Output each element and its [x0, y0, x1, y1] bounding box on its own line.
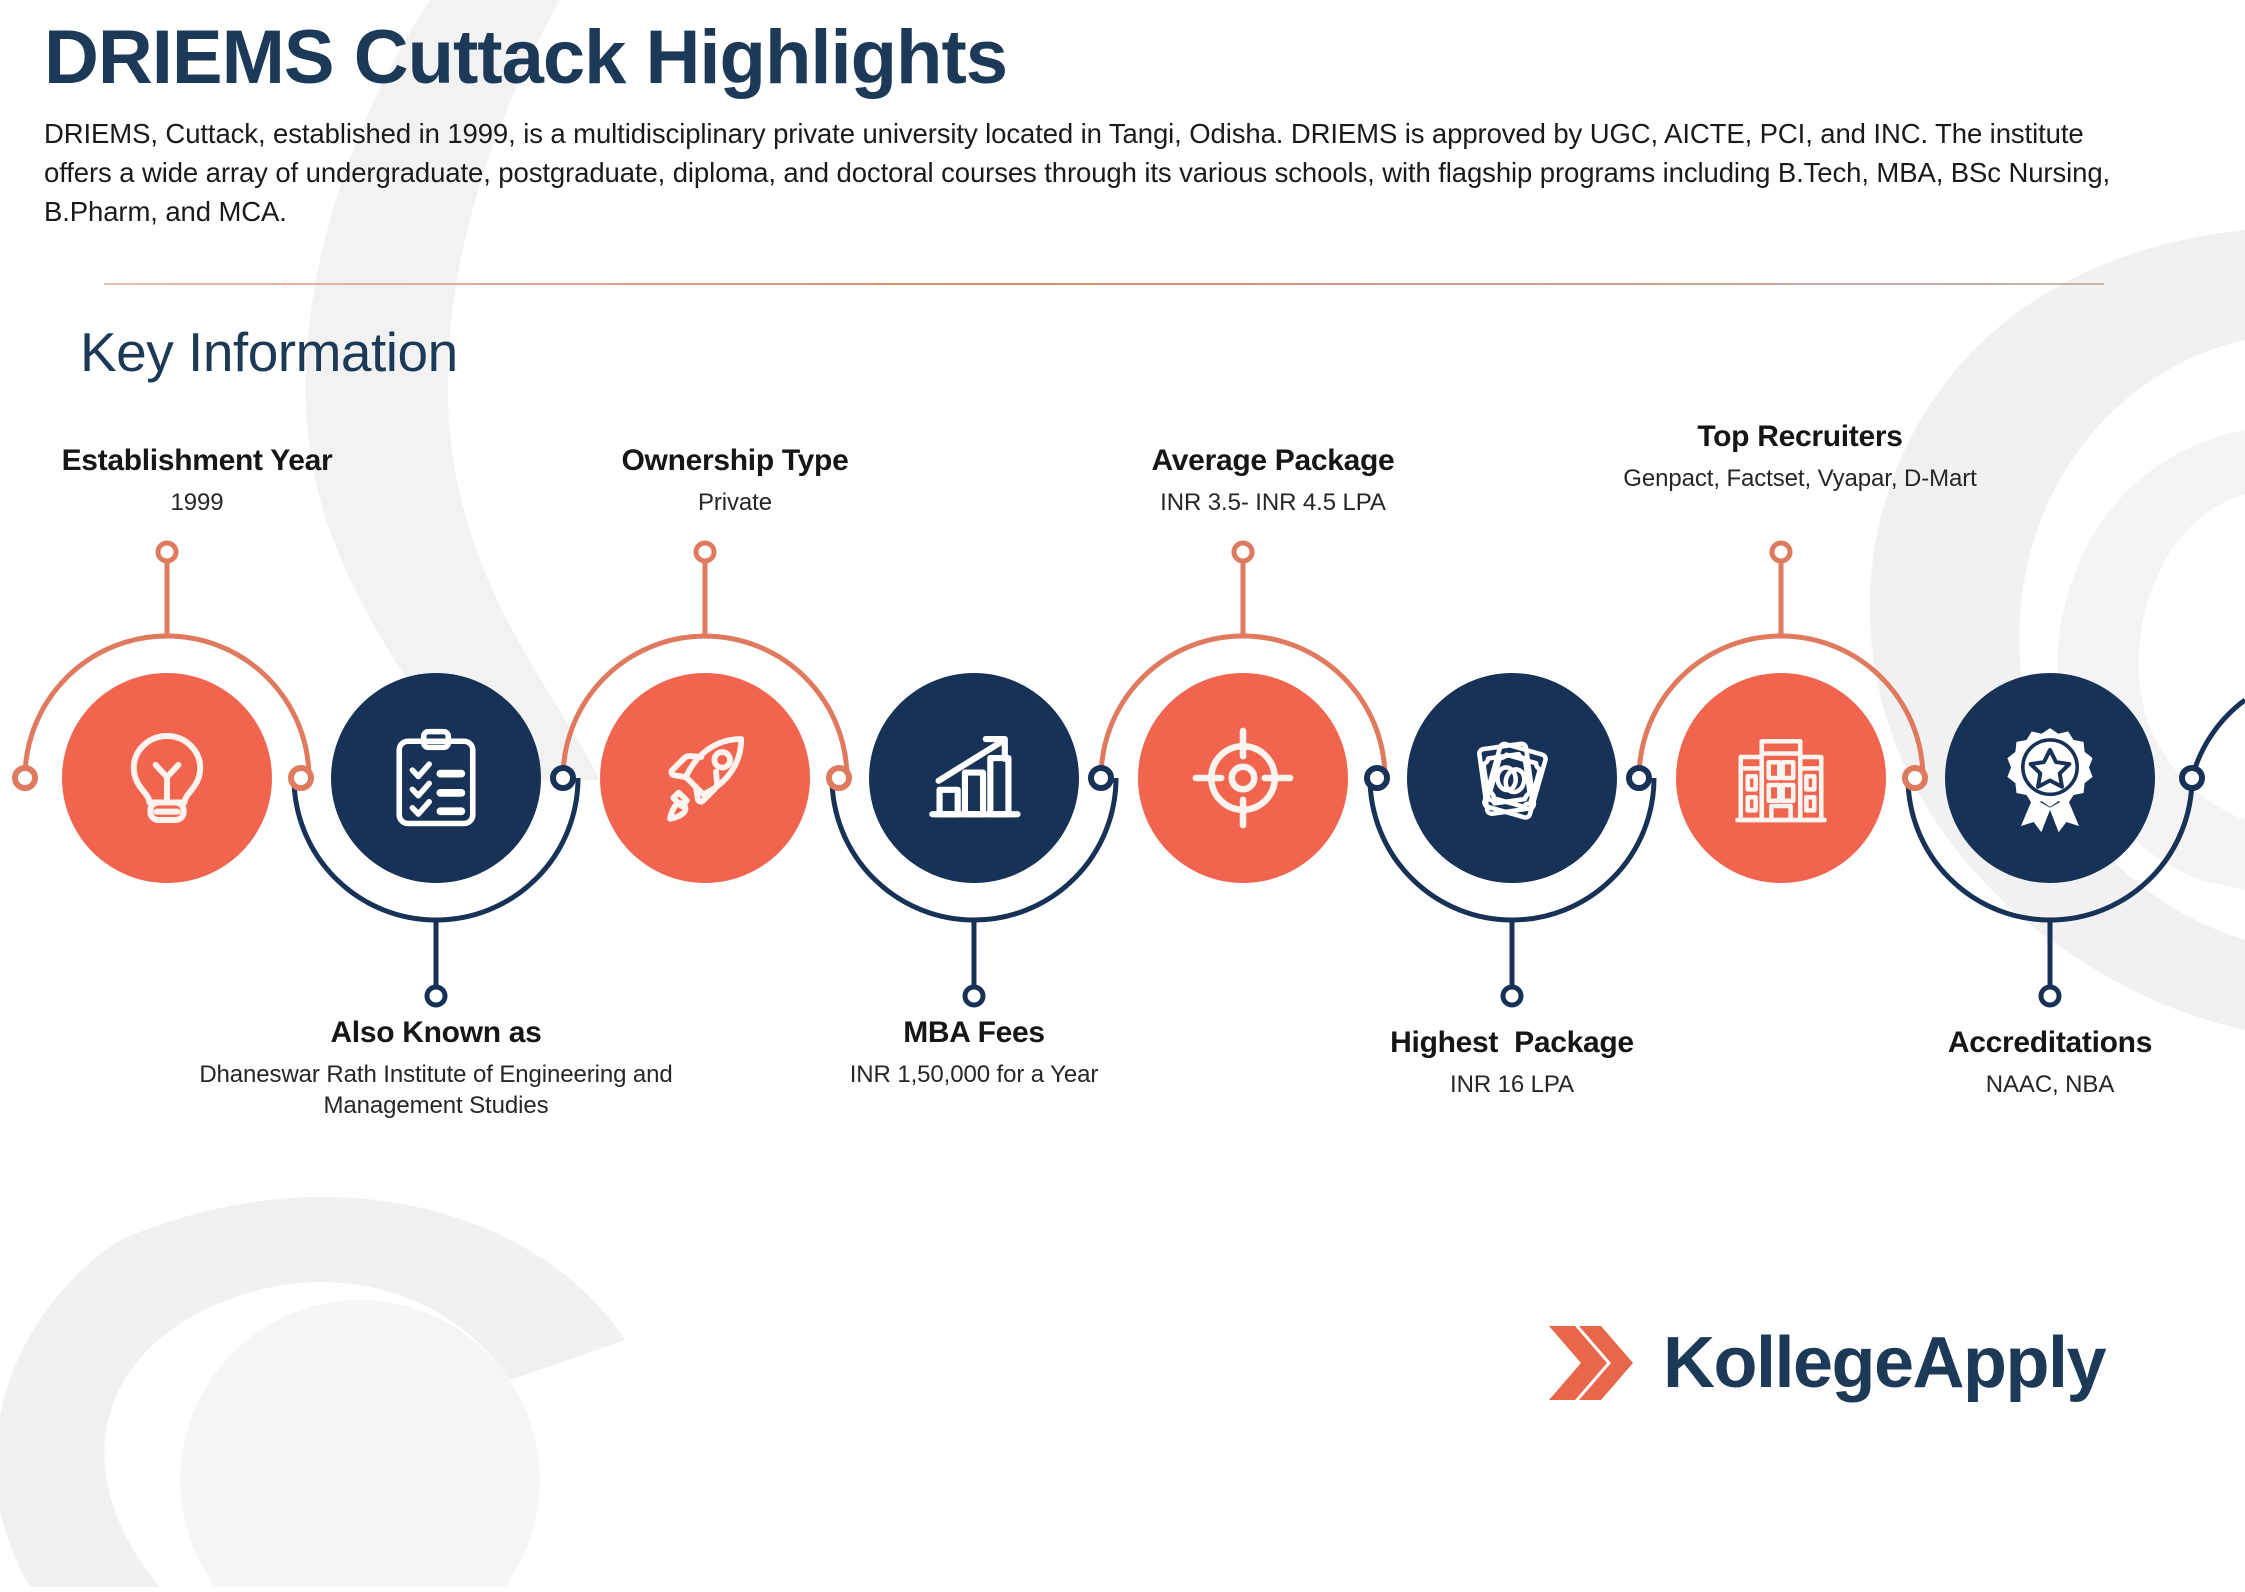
label-value: INR 3.5- INR 4.5 LPA — [1160, 488, 1386, 516]
timeline — [0, 400, 2245, 1100]
label-title: MBA Fees — [903, 1016, 1045, 1049]
timeline-node-highest-package[interactable] — [1407, 673, 1617, 883]
label-value: Genpact, Factset, Vyapar, D-Mart — [1623, 464, 1977, 492]
award-badge-icon — [2007, 728, 2093, 833]
double-chevron-logo-icon — [1549, 1326, 1633, 1400]
label-establishment-year: Establishment Year 1999 — [0, 444, 452, 518]
timeline-node-mba-fees[interactable] — [869, 673, 1079, 883]
brand-logo: KollegeApply — [1545, 1318, 2107, 1408]
label-also-known-as: Also Known as Dhaneswar Rath Institute o… — [186, 1016, 686, 1121]
section-title: Key Information — [80, 321, 458, 383]
label-top-recruiters: Top Recruiters Genpact, Factset, Vyapar,… — [1590, 420, 2010, 494]
label-title: Top Recruiters — [1697, 420, 1903, 453]
label-title: Highest Package — [1390, 1026, 1634, 1059]
timeline-node-top-recruiters[interactable] — [1676, 673, 1886, 883]
label-title: Establishment Year — [61, 444, 333, 477]
label-accreditations: Accreditations NAAC, NBA — [1800, 1026, 2245, 1100]
lightbulb-icon — [130, 733, 204, 823]
rocket-icon — [667, 736, 745, 822]
page-description: DRIEMS, Cuttack, established in 1999, is… — [44, 117, 2111, 227]
building-icon — [1735, 738, 1827, 823]
label-highest-package: Highest Package INR 16 LPA — [1262, 1026, 1762, 1100]
brand-name: KollegeApply — [1663, 1323, 2107, 1403]
label-value: Private — [698, 488, 772, 516]
label-mba-fees: MBA Fees INR 1,50,000 for a Year — [724, 1016, 1224, 1090]
label-title: Also Known as — [330, 1016, 542, 1049]
timeline-node-average-package[interactable] — [1138, 673, 1348, 883]
timeline-node-ownership-type[interactable] — [600, 673, 810, 883]
label-title: Average Package — [1151, 444, 1395, 477]
timeline-node-establishment-year[interactable] — [62, 673, 272, 883]
label-value: NAAC, NBA — [1985, 1070, 2115, 1098]
header: DRIEMS Cuttack Highlights DRIEMS, Cuttac… — [44, 18, 2164, 231]
header-divider — [104, 283, 2104, 285]
label-value: Dhaneswar Rath Institute of Engineering … — [199, 1060, 673, 1119]
clipboard-checklist-icon — [396, 728, 476, 827]
page-title: DRIEMS Cuttack Highlights — [44, 15, 1008, 100]
label-title: Ownership Type — [621, 444, 849, 477]
label-value: 1999 — [170, 488, 224, 516]
label-value: INR 16 LPA — [1450, 1070, 1574, 1098]
target-icon — [1192, 727, 1294, 829]
label-value: INR 1,50,000 for a Year — [849, 1060, 1099, 1088]
label-ownership-type: Ownership Type Private — [480, 444, 990, 518]
timeline-node-accreditations[interactable] — [1945, 673, 2155, 883]
money-notes-icon — [1477, 741, 1548, 820]
timeline-node-also-known-as[interactable] — [331, 673, 541, 883]
label-average-package: Average Package INR 3.5- INR 4.5 LPA — [1018, 444, 1528, 518]
label-title: Accreditations — [1947, 1026, 2153, 1059]
bar-chart-growth-icon — [929, 735, 1021, 818]
